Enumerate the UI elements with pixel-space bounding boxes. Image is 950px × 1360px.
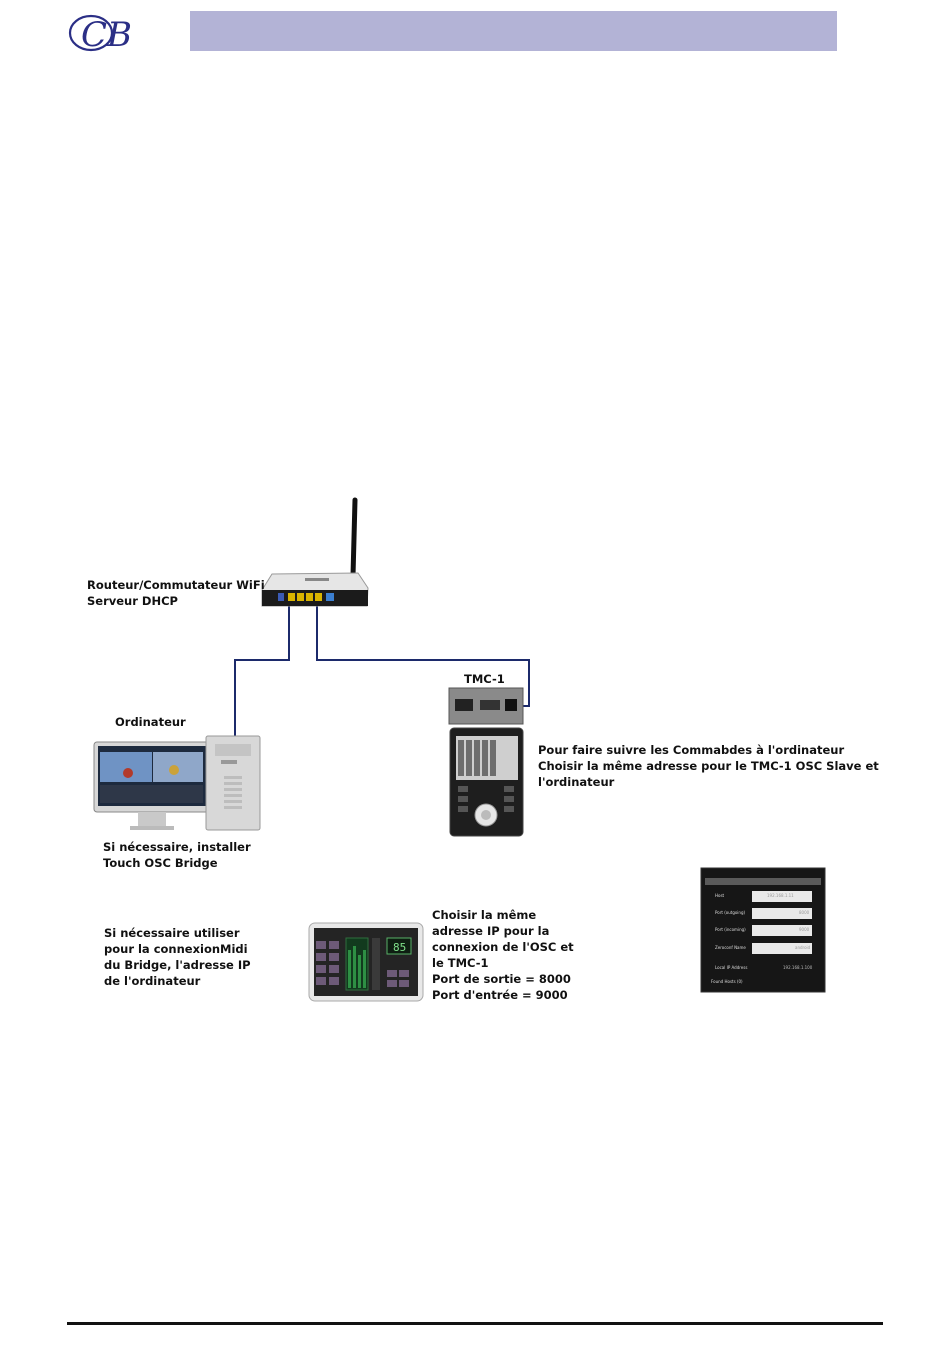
settings-local-ip-label: Local IP Address xyxy=(715,965,747,970)
settings-local-ip-value: 192.168.1.100 xyxy=(783,965,812,970)
osc-ip-note: Choisir la même adresse IP pour la conne… xyxy=(432,907,574,1003)
settings-port-in-value: 9000 xyxy=(799,927,809,932)
settings-host-label: Host xyxy=(715,893,724,898)
settings-port-out-label: Port (outgoing) xyxy=(715,910,745,915)
midi-ip-note: Si nécessaire utiliser pour la connexion… xyxy=(104,925,251,989)
tablet-display-value: 85 xyxy=(393,941,406,954)
tmc1-device-image xyxy=(449,688,523,836)
computer-label: Ordinateur xyxy=(115,714,186,730)
footer-rule xyxy=(67,1322,883,1325)
settings-port-out-value: 8000 xyxy=(799,910,809,915)
bridge-install-note: Si nécessaire, installer Touch OSC Bridg… xyxy=(103,839,251,871)
settings-host-value: 192.168.1.11 xyxy=(767,893,794,898)
settings-found-hosts: Found Hosts (0) xyxy=(711,979,743,984)
tmc1-note: Pour faire suivre les Commabdes à l'ordi… xyxy=(538,742,879,790)
settings-port-in-label: Port (incoming) xyxy=(715,927,746,932)
settings-zeroconf-value: android xyxy=(795,945,810,950)
settings-zeroconf-label: Zeroconf Name xyxy=(715,945,746,950)
computer-image xyxy=(94,736,260,830)
touchosc-tablet-image: 85 xyxy=(309,923,423,1001)
cable-router-computer xyxy=(235,602,289,750)
wifi-router-image xyxy=(262,500,368,606)
tmc1-label: TMC-1 xyxy=(464,671,505,687)
router-label: Routeur/Commutateur WiFi Serveur DHCP xyxy=(87,577,265,609)
